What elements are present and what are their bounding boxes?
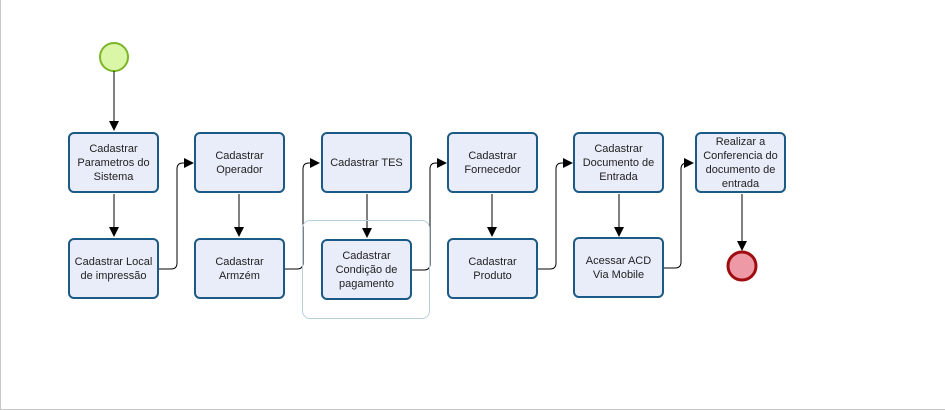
task-label: Realizar a Conferencia do documento de e… [703, 135, 778, 190]
task-cadastrar-local-impressao[interactable]: Cadastrar Local de impressão [68, 238, 159, 299]
task-label: Cadastrar Local de impressão [74, 255, 153, 282]
flow-t6-to-t7 [412, 158, 447, 271]
task-label: Cadastrar Parametros do Sistema [77, 142, 150, 183]
task-cadastrar-parametros[interactable]: Cadastrar Parametros do Sistema [68, 132, 159, 193]
end-event[interactable] [726, 250, 758, 282]
task-cadastrar-armazem[interactable]: Cadastrar Armzém [194, 238, 285, 299]
task-label: Acessar ACD Via Mobile [585, 254, 652, 281]
flow-t2-to-t3 [159, 158, 194, 270]
task-cadastrar-documento-entrada[interactable]: Cadastrar Documento de Entrada [573, 132, 664, 193]
task-label: Cadastrar TES [330, 156, 403, 169]
task-acessar-acd-mobile[interactable]: Acessar ACD Via Mobile [573, 237, 664, 298]
task-realizar-conferencia[interactable]: Realizar a Conferencia do documento de e… [695, 132, 786, 193]
task-label: Cadastrar Documento de Entrada [582, 142, 655, 183]
flow-t10-to-t11 [664, 158, 694, 269]
task-label: Cadastrar Condição de pagamento [335, 249, 398, 290]
task-cadastrar-fornecedor[interactable]: Cadastrar Fornecedor [447, 132, 538, 193]
flow-t8-to-t9 [537, 158, 573, 270]
task-cadastrar-produto[interactable]: Cadastrar Produto [447, 238, 538, 299]
task-cadastrar-operador[interactable]: Cadastrar Operador [194, 132, 285, 193]
start-event[interactable] [99, 42, 129, 72]
selection-frame [302, 220, 430, 319]
task-label: Cadastrar Fornecedor [464, 149, 521, 176]
task-label: Cadastrar Armzém [215, 255, 264, 282]
task-label: Cadastrar Operador [215, 149, 264, 176]
task-cadastrar-tes[interactable]: Cadastrar TES [321, 132, 412, 193]
flow-t4-to-t5 [285, 158, 320, 270]
task-cadastrar-condicao-pagamento[interactable]: Cadastrar Condição de pagamento [321, 239, 412, 300]
task-label: Cadastrar Produto [468, 255, 517, 282]
